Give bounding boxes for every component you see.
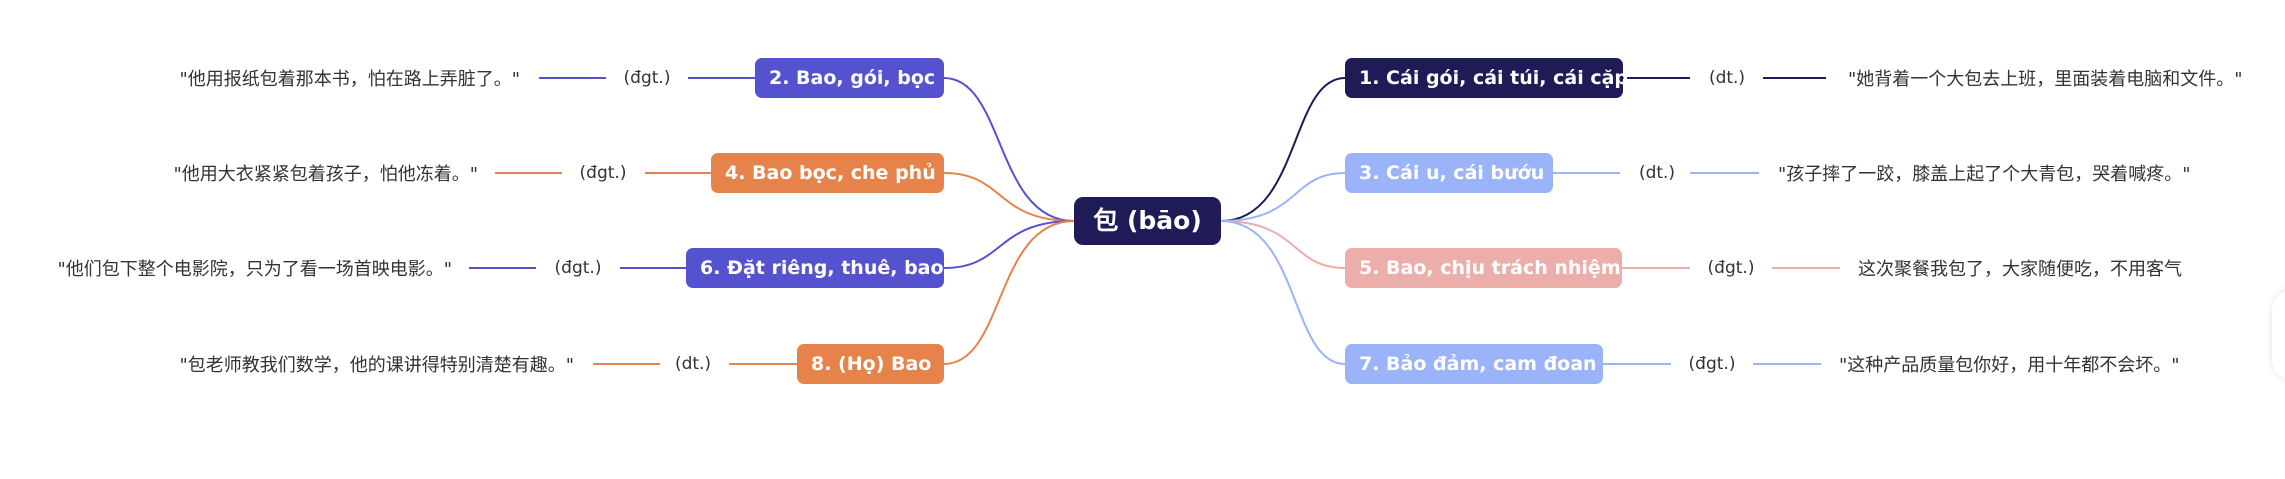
example-sentence[interactable]: "她背着一个大包去上班，里面装着电脑和文件。" bbox=[1848, 69, 2243, 90]
branch-connector bbox=[1220, 77, 1346, 222]
part-of-speech-label[interactable]: (dt.) bbox=[1708, 68, 1746, 88]
branch-node[interactable]: 4. Bao bọc, che phủ bbox=[711, 153, 944, 193]
example-sentence[interactable]: 这次聚餐我包了，大家随便吃，不用客气 bbox=[1858, 259, 2182, 280]
branch-node[interactable]: 8. (Họ) Bao bbox=[797, 344, 944, 384]
example-sentence[interactable]: "包老师教我们数学，他的课讲得特别清楚有趣。" bbox=[179, 355, 574, 376]
part-of-speech-label[interactable]: (đgt.) bbox=[1707, 258, 1755, 278]
branch-connector bbox=[943, 77, 1075, 222]
branch-node[interactable]: 2. Bao, gói, bọc bbox=[755, 58, 944, 98]
part-of-speech-label[interactable]: (đgt.) bbox=[554, 258, 602, 278]
part-of-speech-label[interactable]: (dt.) bbox=[1638, 163, 1676, 183]
branch-connector bbox=[943, 172, 1075, 222]
branch-connector bbox=[1220, 172, 1346, 222]
part-of-speech-label[interactable]: (đgt.) bbox=[623, 68, 671, 88]
part-of-speech-label[interactable]: (đgt.) bbox=[579, 163, 627, 183]
branch-connector bbox=[1220, 220, 1346, 365]
part-of-speech-label[interactable]: (đgt.) bbox=[1688, 354, 1736, 374]
branch-node[interactable]: 6. Đặt riêng, thuê, bao bbox=[686, 248, 944, 288]
side-panel-handle[interactable] bbox=[2272, 290, 2285, 380]
example-sentence[interactable]: "孩子摔了一跤，膝盖上起了个大青包，哭着喊疼。" bbox=[1778, 164, 2191, 185]
part-of-speech-label[interactable]: (dt.) bbox=[674, 354, 712, 374]
example-sentence[interactable]: "他用大衣紧紧包着孩子，怕他冻着。" bbox=[173, 164, 478, 185]
branch-node[interactable]: 5. Bao, chịu trách nhiệm bbox=[1345, 248, 1622, 288]
branch-connector bbox=[1220, 220, 1346, 269]
example-sentence[interactable]: "这种产品质量包你好，用十年都不会坏。" bbox=[1839, 355, 2180, 376]
branch-connector bbox=[943, 220, 1075, 365]
example-sentence[interactable]: "他们包下整个电影院，只为了看一场首映电影。" bbox=[57, 259, 452, 280]
branch-node[interactable]: 7. Bảo đảm, cam đoan bbox=[1345, 344, 1603, 384]
branch-node[interactable]: 1. Cái gói, cái túi, cái cặp bbox=[1345, 58, 1628, 98]
example-sentence[interactable]: "他用报纸包着那本书，怕在路上弄脏了。" bbox=[179, 69, 520, 90]
branch-node[interactable]: 3. Cái u, cái bướu bbox=[1345, 153, 1553, 193]
branch-connector bbox=[943, 220, 1075, 269]
root-node[interactable]: 包 (bāo) bbox=[1074, 197, 1221, 245]
